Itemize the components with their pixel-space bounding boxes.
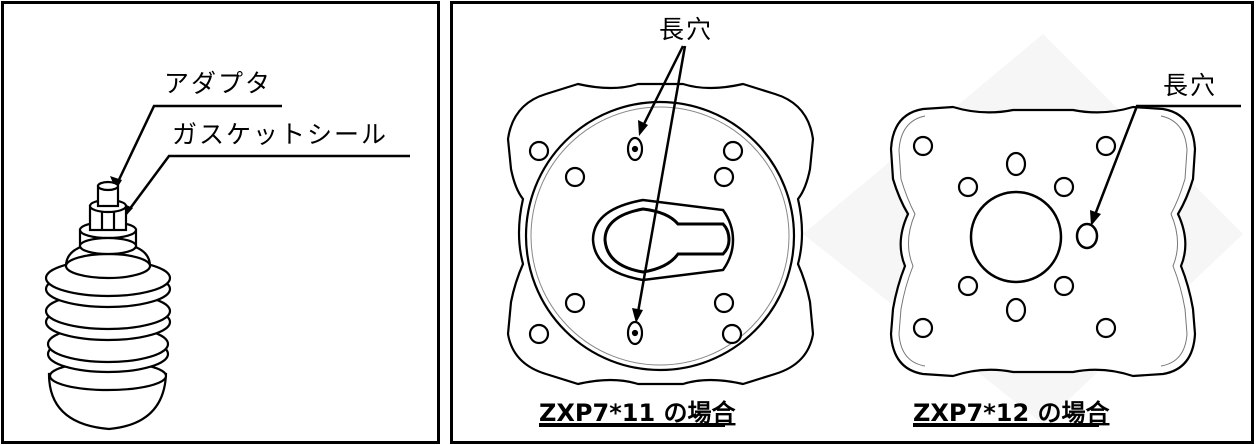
gasket-seal-label: ガスケットシール — [172, 120, 388, 149]
adapter-leader-line — [114, 104, 282, 187]
plate-zxp7-12 — [889, 105, 1197, 378]
plate-diagrams: 長穴 長穴 — [506, 15, 1243, 427]
slot-leader-bottom — [635, 45, 687, 319]
slot-label-12: 長穴 — [1163, 71, 1217, 100]
left-panel: アダプタ ガスケットシール — [1, 1, 440, 444]
plate-zxp7-11 — [506, 82, 815, 386]
adapter-label: アダプタ — [164, 69, 272, 98]
slot-arrowhead-top — [638, 120, 648, 136]
slot-label-11: 長穴 — [659, 15, 713, 44]
caption-zxp7-12: ZXP7*12 の場合 — [913, 399, 1110, 427]
bellows-pad — [44, 180, 172, 431]
caption-zxp7-11: ZXP7*11 の場合 — [539, 399, 736, 427]
vacuum-pad-illustration: アダプタ ガスケットシール — [44, 69, 410, 431]
right-panel: 長穴 長穴 — [450, 1, 1254, 444]
slot-leader-top — [638, 45, 685, 133]
slot-leader-12 — [1091, 104, 1241, 221]
gasket-leader-line — [124, 154, 410, 215]
slot-arrowhead-bottom — [632, 308, 643, 323]
slot-arrowhead-12 — [1090, 210, 1101, 226]
